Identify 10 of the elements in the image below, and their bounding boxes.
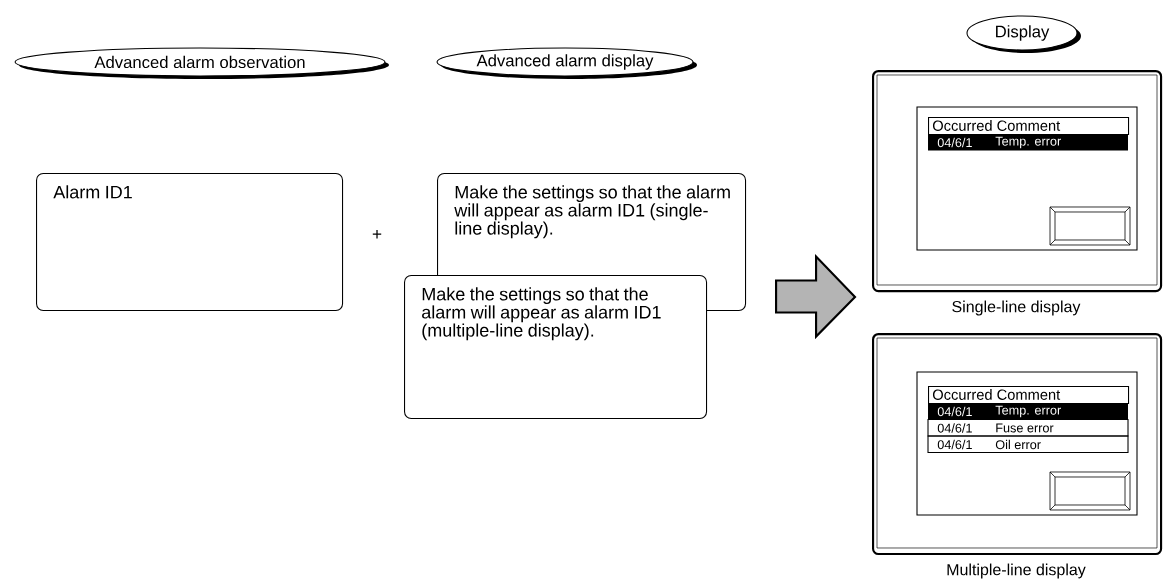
selected-row: 04/6/1 Temp. error: [928, 134, 1128, 151]
text-box: Make the settings so that the alarm will appear as alarm ID1 (multiple-line display).: [404, 275, 708, 420]
table-row: 04/6/1 Oil error: [927, 435, 1129, 454]
selected-row: 04/6/1 Temp. error: [928, 403, 1128, 420]
plus-sign: +: [372, 230, 382, 239]
panel-caption: Single-line display: [952, 300, 1081, 316]
block-arrow: [775, 253, 857, 340]
text-box: Alarm ID1: [36, 173, 344, 312]
table-row: 04/6/1 Fuse error: [927, 418, 1129, 437]
panel-caption: Multiple-line display: [947, 563, 1086, 579]
